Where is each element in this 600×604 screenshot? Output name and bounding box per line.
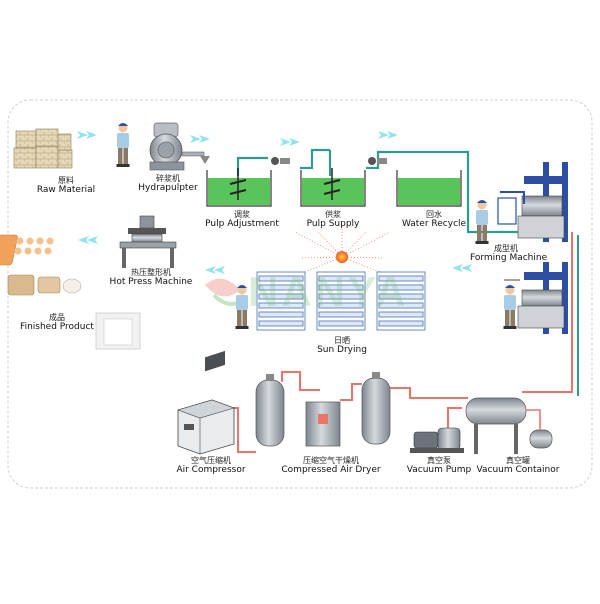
forming-machine-icon — [497, 162, 568, 242]
label-pulp-adjustment: 调浆 Pulp Adjustment — [205, 210, 279, 230]
sun-icon — [294, 226, 391, 273]
label-raw-material: 原料 Raw Material — [36, 176, 96, 196]
label-hydrapulper: 碎浆机 Hydrapulpter — [138, 174, 198, 194]
water-tank-icon — [396, 170, 462, 207]
air-vacuum-pipes — [232, 232, 579, 453]
label-sun-drying: 日晒 Sun Drying — [317, 336, 367, 356]
label-forming-machine: 成型机 Forming Machine — [470, 244, 548, 264]
label-air-dryer: 压缩空气干燥机 Compressed Air Dryer — [281, 456, 381, 476]
flow-arrow — [78, 236, 98, 244]
air-dryer-icon — [305, 401, 341, 447]
drying-racks-icon — [256, 271, 426, 331]
flow-arrow — [280, 138, 300, 146]
vacuum-tank-icon — [465, 397, 553, 454]
label-finished-product: 成品 Finished Product — [20, 313, 94, 333]
mixing-tank-icon — [206, 157, 290, 207]
raw-material-bales-icon — [13, 128, 73, 169]
diagram-frame — [7, 99, 593, 489]
label-hot-press: 热压整形机 Hot Press Machine — [109, 268, 193, 288]
hydrapulper-icon — [149, 122, 210, 171]
flow-arrow — [452, 264, 472, 272]
egg-tray-icon — [0, 234, 141, 350]
flow-arrow — [205, 266, 225, 274]
hot-press-icon — [119, 215, 177, 268]
watermark-text: NANYA — [248, 268, 409, 315]
label-pulp-supply: 供浆 Pulp Supply — [306, 210, 360, 230]
label-vacuum-container: 真空罐 Vacuum Containor — [476, 456, 560, 476]
flow-arrow — [77, 131, 97, 139]
air-compressor-icon — [177, 350, 235, 455]
worker-icon — [475, 200, 489, 244]
air-tank-icon — [255, 374, 285, 447]
worker-icon — [116, 123, 130, 167]
worker-icon — [503, 285, 517, 329]
supply-tank-icon — [300, 157, 387, 207]
forming-machine-icon — [504, 262, 568, 334]
air-tank-icon — [361, 372, 391, 445]
flow-arrow — [190, 135, 210, 143]
flow-arrows — [77, 131, 472, 274]
label-vacuum-pump: 真空泵 Vacuum Pump — [406, 456, 472, 476]
label-air-compressor: 空气压缩机 Air Compressor — [176, 456, 246, 476]
label-water-recycle: 回水 Water Recycle — [401, 210, 467, 230]
vacuum-pump-icon — [410, 427, 464, 453]
flow-arrow — [378, 131, 398, 139]
